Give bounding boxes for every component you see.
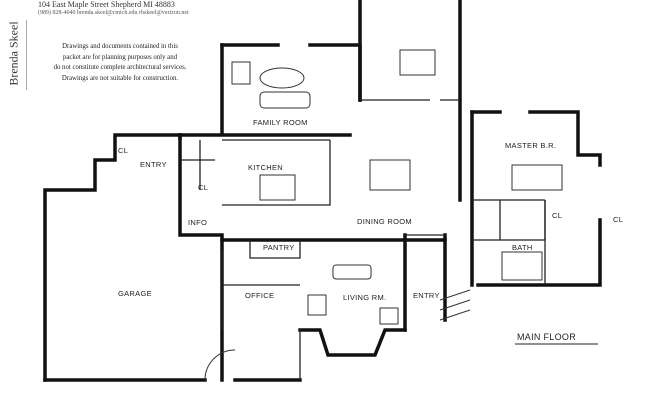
plan-title: MAIN FLOOR bbox=[517, 332, 576, 342]
room-label-entry: ENTRY bbox=[413, 291, 440, 300]
disclaimer-line: Drawings are not suitable for constructi… bbox=[61, 74, 179, 82]
vanity bbox=[501, 251, 543, 281]
room-label-dining-room: DINING ROOM bbox=[357, 217, 412, 226]
room-label-info: INFO bbox=[188, 218, 207, 227]
bed bbox=[511, 164, 563, 191]
firm-logo: Brenda Skeel bbox=[4, 20, 27, 90]
room-label-entry: ENTRY bbox=[140, 160, 167, 169]
sofa bbox=[259, 91, 311, 109]
armchair bbox=[231, 61, 251, 85]
room-label-closet: CL bbox=[118, 146, 128, 155]
dining-table-top bbox=[399, 49, 436, 76]
dining-table bbox=[369, 159, 411, 191]
room-label-closet: CL bbox=[552, 211, 562, 220]
room-label-garage: GARAGE bbox=[118, 289, 152, 298]
kitchen-island bbox=[259, 174, 296, 201]
room-label-closet: CL bbox=[198, 183, 208, 192]
room-label-pantry: PANTRY bbox=[263, 243, 295, 252]
contact-line: (989) 828-4040 brenda.skeel@cmich.edu rb… bbox=[38, 10, 189, 16]
furniture bbox=[204, 49, 563, 381]
living-sofa bbox=[332, 264, 372, 280]
address-line: 104 East Maple Street Shepherd MI 48883 bbox=[38, 0, 175, 9]
living-chair bbox=[379, 307, 399, 325]
exterior-walls bbox=[43, 0, 602, 382]
disclaimer-line: packet are for planning purposes only an… bbox=[62, 53, 177, 61]
interior-walls bbox=[180, 99, 546, 380]
room-label-office: OFFICE bbox=[245, 291, 274, 300]
room-label-kitchen: KITCHEN bbox=[248, 163, 283, 172]
room-label-closet: CL bbox=[613, 215, 623, 224]
living-chair bbox=[307, 294, 327, 316]
room-label-family-room: FAMILY ROOM bbox=[253, 118, 308, 127]
room-label-bath: BATH bbox=[512, 243, 533, 252]
room-label-living-room: LIVING RM. bbox=[343, 293, 386, 302]
door-swing bbox=[204, 349, 236, 381]
room-label-master-bedroom: MASTER B.R. bbox=[505, 141, 556, 150]
stairs bbox=[439, 289, 471, 321]
disclaimer-line: Drawings and documents contained in this bbox=[62, 43, 178, 50]
disclaimer-line: do not constitute complete architectural… bbox=[53, 64, 187, 71]
disclaimer: Drawings and documents contained in this… bbox=[30, 42, 210, 84]
coffee-table bbox=[259, 67, 305, 89]
